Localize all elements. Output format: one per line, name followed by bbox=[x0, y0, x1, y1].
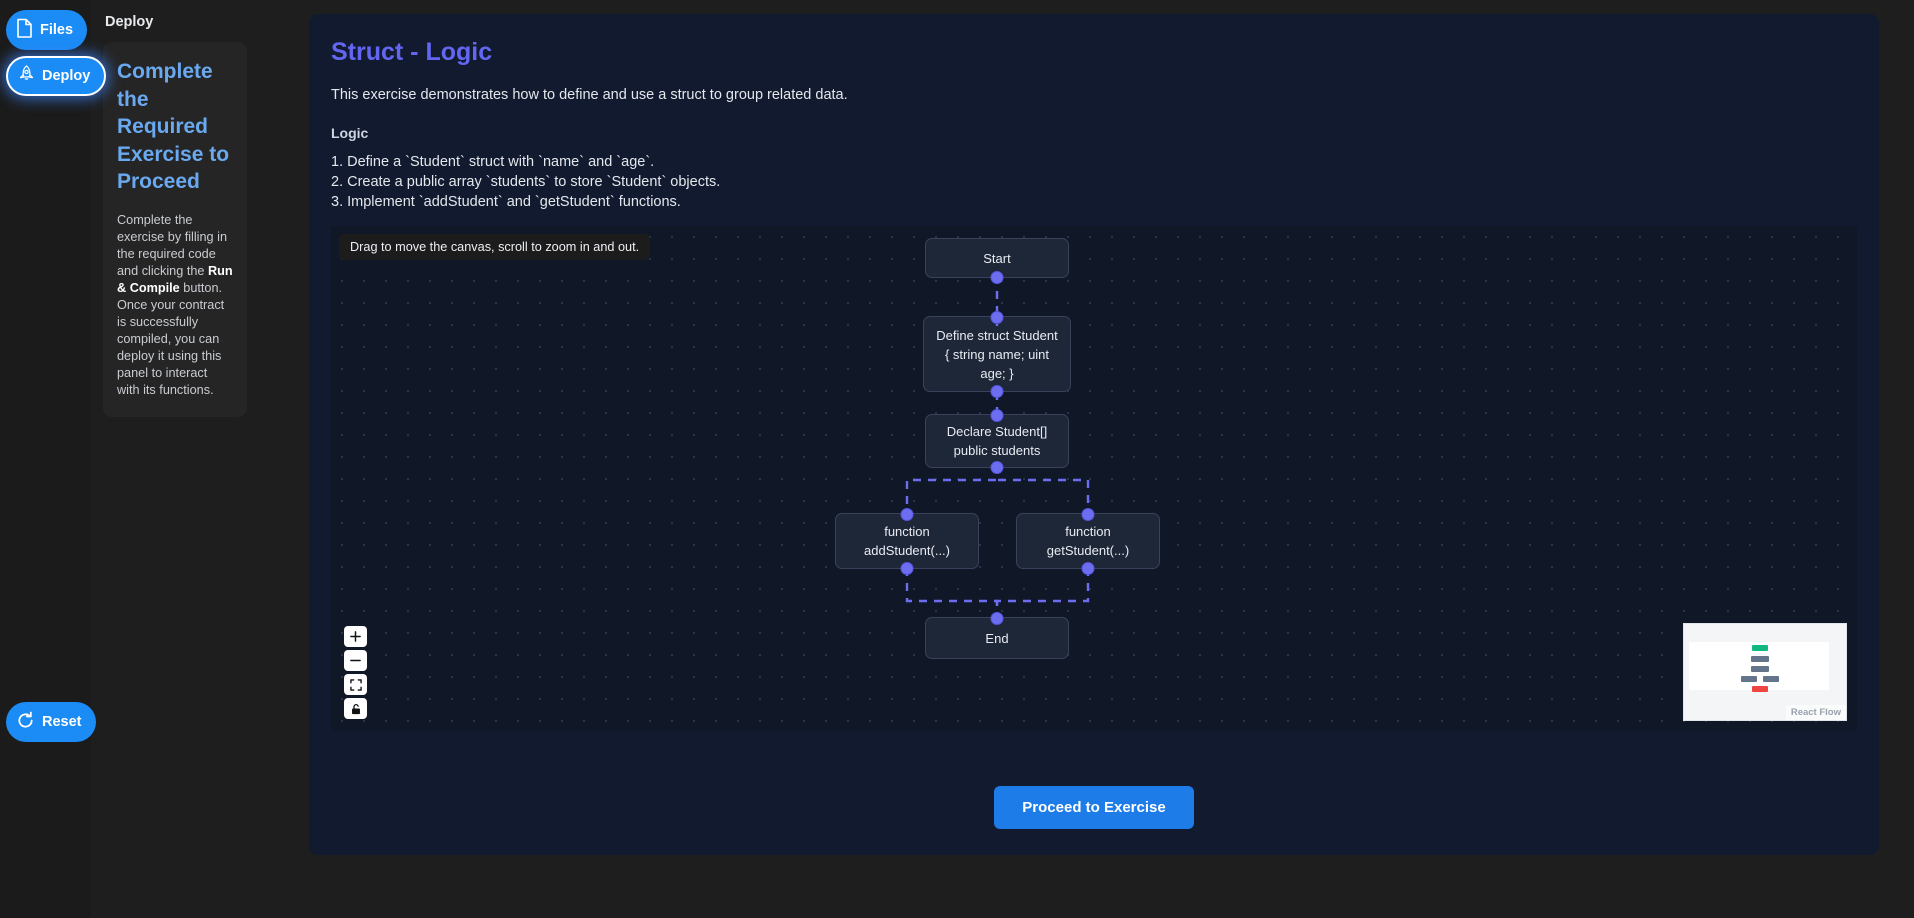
flow-node-end[interactable]: End bbox=[925, 611, 1069, 659]
node-handle-bottom[interactable] bbox=[900, 561, 914, 575]
exercise-description: This exercise demonstrates how to define… bbox=[331, 87, 848, 103]
flow-node-start[interactable]: Start bbox=[925, 238, 1069, 284]
react-flow-attribution[interactable]: React Flow bbox=[1785, 705, 1846, 720]
node-handle-top[interactable] bbox=[990, 310, 1004, 324]
logic-section-label: Logic bbox=[331, 125, 369, 141]
proceed-button-wrapper: Proceed to Exercise bbox=[309, 786, 1879, 829]
deploy-panel-title: Deploy bbox=[105, 14, 154, 30]
rail-button-files-label: Files bbox=[40, 22, 74, 38]
page-title: Struct - Logic bbox=[331, 38, 493, 66]
minimap-node-start bbox=[1752, 645, 1768, 651]
node-handle-bottom[interactable] bbox=[990, 384, 1004, 398]
deploy-panel-body: Complete the exercise by filling in the … bbox=[117, 212, 233, 399]
reset-icon bbox=[16, 711, 35, 734]
flow-node-declare-array[interactable]: Declare Student[] public students bbox=[925, 408, 1069, 474]
logic-list-item: 3. Implement `addStudent` and `getStuden… bbox=[331, 194, 681, 210]
deploy-body-prefix: Complete the exercise by filling in the … bbox=[117, 212, 228, 278]
rail-button-reset-label: Reset bbox=[42, 714, 82, 730]
left-rail: Files Deploy Reset bbox=[0, 0, 107, 918]
node-handle-top[interactable] bbox=[1081, 507, 1095, 521]
lock-icon[interactable] bbox=[344, 698, 367, 719]
logic-list: 1. Define a `Student` struct with `name`… bbox=[309, 152, 1879, 212]
minimap-node-get bbox=[1763, 676, 1779, 682]
zoom-out-icon[interactable] bbox=[344, 650, 367, 671]
rocket-icon bbox=[18, 64, 35, 88]
proceed-to-exercise-button[interactable]: Proceed to Exercise bbox=[994, 786, 1194, 829]
node-handle-top[interactable] bbox=[990, 408, 1004, 422]
flow-canvas[interactable]: Drag to move the canvas, scroll to zoom … bbox=[331, 226, 1857, 731]
zoom-in-icon[interactable] bbox=[344, 626, 367, 647]
node-handle-bottom[interactable] bbox=[990, 270, 1004, 284]
rail-button-deploy[interactable]: Deploy bbox=[6, 56, 107, 96]
node-handle-top[interactable] bbox=[990, 611, 1004, 625]
fit-view-icon[interactable] bbox=[344, 674, 367, 695]
deploy-panel-heading: Complete the Required Exercise to Procee… bbox=[117, 60, 230, 193]
flow-node-get-student[interactable]: function getStudent(...) bbox=[1016, 507, 1160, 575]
deploy-panel-card: Complete the Required Exercise to Procee… bbox=[103, 42, 247, 417]
main-area: Struct - Logic This exercise demonstrate… bbox=[297, 0, 1914, 918]
minimap-node-add bbox=[1741, 676, 1757, 682]
logic-list-item: 1. Define a `Student` struct with `name`… bbox=[331, 154, 655, 170]
zoom-controls bbox=[344, 626, 367, 719]
flow-node-start-label: Start bbox=[983, 250, 1011, 266]
rail-button-deploy-label: Deploy bbox=[42, 68, 91, 84]
flow-node-define-struct-label: Define struct Student { string name; uin… bbox=[936, 327, 1058, 381]
canvas-hint-tooltip: Drag to move the canvas, scroll to zoom … bbox=[339, 234, 651, 260]
flow-node-declare-array-label: Declare Student[] public students bbox=[946, 424, 1048, 458]
minimap-node-declare bbox=[1751, 666, 1769, 672]
exercise-card: Struct - Logic This exercise demonstrate… bbox=[309, 14, 1879, 855]
minimap-node-end bbox=[1752, 686, 1768, 692]
flow-edges bbox=[905, 276, 1090, 618]
flow-node-add-student-label: function addStudent(...) bbox=[864, 524, 950, 558]
flow-node-end-label: End bbox=[985, 630, 1009, 646]
node-handle-bottom[interactable] bbox=[1081, 561, 1095, 575]
deploy-panel: Deploy Complete the Required Exercise to… bbox=[91, 0, 297, 918]
file-icon bbox=[16, 18, 33, 42]
flow-node-define-struct[interactable]: Define struct Student { string name; uin… bbox=[923, 310, 1071, 398]
flow-node-add-student[interactable]: function addStudent(...) bbox=[835, 507, 979, 575]
flow-node-get-student-label: function getStudent(...) bbox=[1046, 524, 1130, 558]
rail-button-files[interactable]: Files bbox=[6, 10, 88, 50]
minimap-viewport bbox=[1689, 642, 1829, 692]
deploy-body-bold: Run & Compile bbox=[117, 263, 233, 295]
node-handle-top[interactable] bbox=[900, 507, 914, 521]
rail-button-reset[interactable]: Reset bbox=[6, 702, 96, 742]
flow-minimap[interactable]: React Flow bbox=[1683, 623, 1847, 721]
logic-list-item: 2. Create a public array `students` to s… bbox=[331, 174, 721, 190]
node-handle-bottom[interactable] bbox=[990, 460, 1004, 474]
minimap-node-struct bbox=[1751, 656, 1769, 662]
deploy-body-suffix: button. Once your contract is successful… bbox=[117, 280, 225, 397]
